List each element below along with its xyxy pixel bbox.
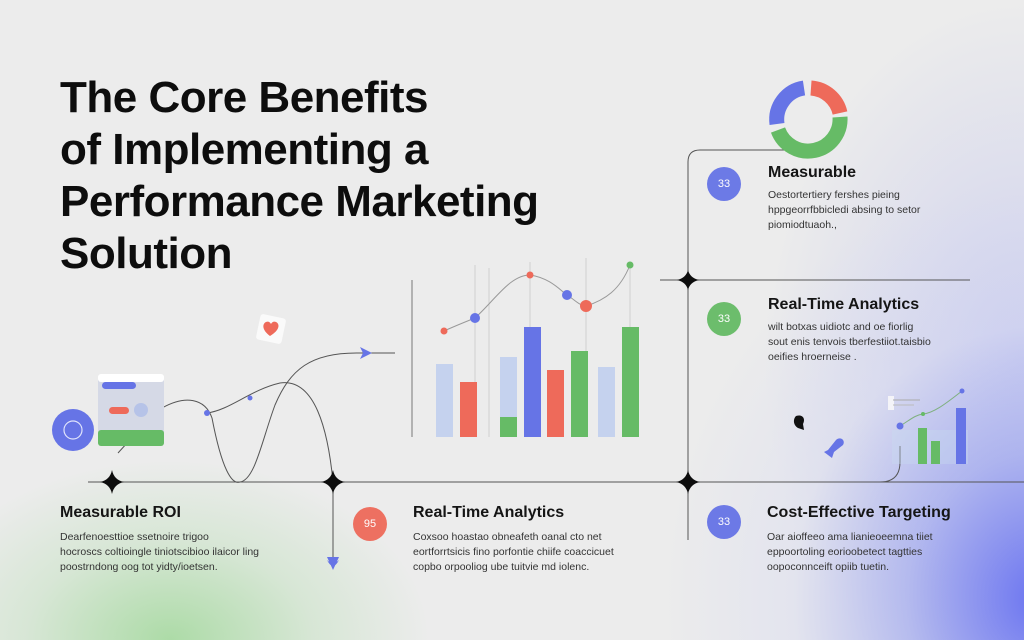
card-body: Oestortertiery fershes pieing hppgeorrfb…	[768, 188, 998, 233]
card-body-line: Dearfenoesttioe ssetnoire trigoo	[60, 531, 209, 543]
card-title: Measurable	[768, 164, 857, 181]
bar	[598, 367, 615, 437]
card-body: Oar aioffeeo ama lianieoeemna tiiet eppo…	[767, 530, 997, 575]
donut-chart-icon	[769, 80, 848, 159]
rocket-icon	[824, 438, 844, 458]
arrow-right-icon	[360, 347, 372, 359]
bar	[460, 382, 477, 437]
bell-icon	[793, 415, 805, 430]
card-body-line: Oar aioffeeo ama lianieoeemna tiiet	[767, 531, 933, 543]
card-body-line: sout enis tenvois tberfestiiot.taisbio	[768, 336, 931, 348]
bar-line-chart	[436, 258, 639, 437]
curve-node	[247, 395, 253, 401]
card-body: wilt botxas uidiotc and oe fiorlig sout …	[768, 320, 998, 365]
page-title: The Core Benefits of Implementing a Perf…	[60, 72, 660, 280]
card-body-line: poostrndong oog tot yidty/ioetsen.	[60, 561, 218, 573]
target-circle-icon	[52, 409, 94, 451]
heart-icon	[256, 314, 286, 344]
card-title: Real-Time Analytics	[768, 296, 920, 313]
title-line-2: of Implementing a	[60, 125, 428, 174]
title-line-4: Solution	[60, 229, 232, 278]
card-badge: 33	[707, 167, 741, 201]
title-line-3: Performance Marketing	[60, 177, 539, 226]
title-line-1: The Core Benefits	[60, 73, 429, 122]
bar	[547, 370, 564, 437]
card-title: Measurable ROI	[60, 504, 181, 521]
arrow-down-icon	[327, 557, 339, 570]
card-body-line: hocroscs coltioingle tiniotscibioo ilaic…	[60, 546, 260, 558]
card-title: Cost-Effective Targeting	[767, 504, 951, 521]
card-body-line: Coxsoo hoastao obneafeth oanal cto net	[413, 531, 602, 543]
bar	[524, 327, 541, 437]
card-body: Coxsoo hoastao obneafeth oanal cto net e…	[413, 530, 673, 575]
ui-window-illustration	[52, 374, 164, 451]
card-badge: 33	[707, 302, 741, 336]
bar	[622, 327, 639, 437]
card-body-line: piomiodtuaoh.,	[768, 219, 837, 231]
bar	[436, 364, 453, 437]
bar-segment	[500, 417, 517, 437]
card-body-line: wilt botxas uidiotc and oe fiorlig	[768, 321, 914, 333]
card-badge: 33	[707, 505, 741, 539]
card-body-line: copbo orpooliog ube tuitvie md iolenc.	[413, 561, 590, 573]
card-body-line: oopoconnceift opiib tuetin.	[767, 561, 890, 573]
card-body-line: oeifies hroerneise .	[768, 351, 857, 363]
curve-node	[204, 410, 210, 416]
card-body-line: eortforrtsicis fino porfontie chiife coa…	[413, 546, 614, 558]
card-body-line: hppgeorrfbbicledi absing to setor	[768, 204, 921, 216]
card-title: Real-Time Analytics	[413, 504, 565, 521]
bar	[571, 351, 588, 437]
connector-lines	[88, 149, 1024, 565]
card-body-line: eppoortoling eorioobetect tagtties	[767, 546, 923, 558]
sparkle-star-icons	[100, 270, 700, 494]
card-badge: 95	[353, 507, 387, 541]
card-body-line: Oestortertiery fershes pieing	[768, 189, 900, 201]
mini-growth-chart	[888, 388, 968, 464]
card-body: Dearfenoesttioe ssetnoire trigoo hocrosc…	[60, 530, 320, 575]
